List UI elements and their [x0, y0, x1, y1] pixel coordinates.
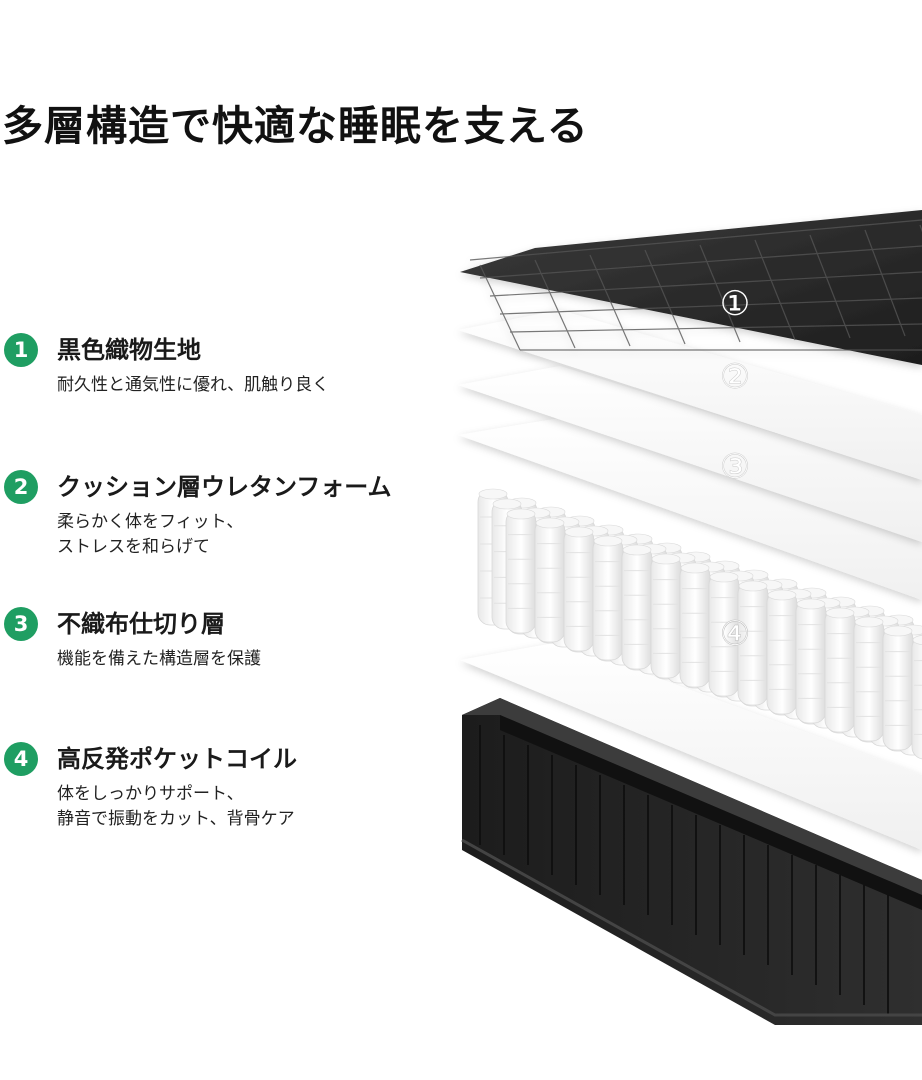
mattress-layers-illustration: ① ② ③ ④: [440, 190, 922, 1030]
number-badge-1: 1: [4, 333, 38, 367]
coil-cylinder: [737, 580, 769, 706]
feature-desc-2-line-1: 柔らかく体をフィット、: [57, 512, 244, 532]
feature-desc-2: 柔らかく体をフィット、 ストレスを和らげて: [57, 510, 243, 560]
feature-desc-4-line-1: 体をしっかりサポート、: [57, 784, 244, 804]
feature-desc-1: 耐久性と通気性に優れ、肌触り良く: [57, 373, 329, 398]
coil-cylinder: [853, 616, 885, 742]
layer-label-2: ②: [720, 357, 750, 397]
number-badge-2: 2: [4, 470, 38, 504]
coil-cylinder: [679, 562, 711, 688]
layer-label-1: ①: [720, 284, 750, 324]
coil-cylinder: [621, 544, 653, 670]
feature-desc-3: 機能を備えた構造層を保護: [57, 647, 261, 672]
page-title: 多層構造で快適な睡眠を支える: [2, 102, 589, 150]
coil-cylinder: [824, 607, 856, 733]
foam-layer-upper: [458, 310, 922, 480]
nonwoven-layer: [458, 418, 922, 600]
feature-title-1: 黒色織物生地: [57, 336, 201, 364]
feature-desc-4: 体をしっかりサポート、 静音で振動をカット、背骨ケア: [57, 782, 295, 832]
number-badge-4: 4: [4, 742, 38, 776]
feature-desc-3-line-1: 機能を備えた構造層を保護: [57, 649, 261, 669]
coil-cylinder: [563, 526, 595, 652]
coil-cylinder: [650, 553, 682, 679]
coil-cylinder: [505, 508, 537, 634]
bottom-foam-sheet: [460, 642, 922, 850]
coil-cylinder: [882, 625, 914, 751]
layer-label-4: ④: [720, 614, 750, 654]
feature-desc-1-line-1: 耐久性と通気性に優れ、肌触り良く: [57, 375, 330, 395]
feature-title-4: 高反発ポケットコイル: [57, 745, 297, 773]
number-badge-3: 3: [4, 607, 38, 641]
fabric-top-layer: [460, 210, 922, 365]
foam-layer-lower: [458, 366, 922, 542]
feature-desc-2-line-2: ストレスを和らげて: [57, 537, 210, 557]
feature-desc-4-line-2: 静音で振動をカット、背骨ケア: [57, 809, 295, 829]
coil-cylinder: [911, 635, 922, 760]
pocket-coil-layer: [477, 488, 922, 760]
coil-cylinder: [592, 535, 624, 661]
layer-label-3: ③: [720, 447, 750, 487]
feature-title-2: クッション層ウレタンフォーム: [57, 473, 392, 501]
coil-cylinder: [766, 589, 798, 715]
coil-cylinder: [795, 598, 827, 724]
coil-cylinder: [534, 517, 566, 643]
base-box: [461, 698, 922, 1025]
feature-title-3: 不織布仕切り層: [57, 610, 225, 638]
